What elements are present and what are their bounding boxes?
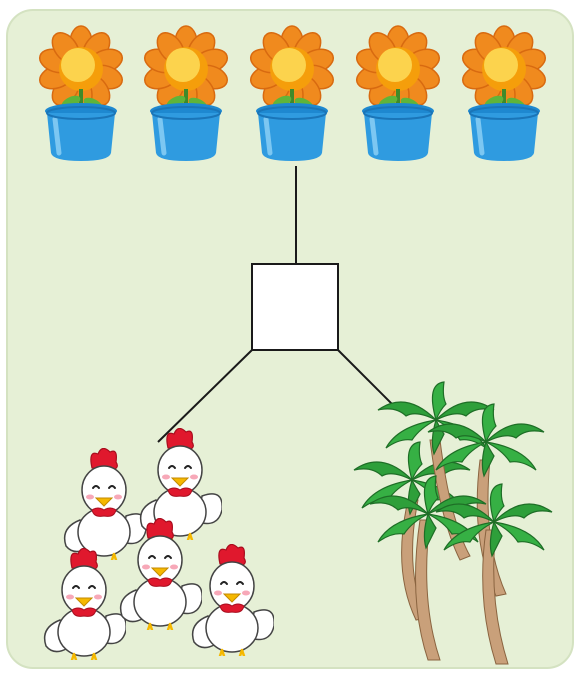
palm-trees-group [353, 381, 553, 665]
connector-line-palm-trees [337, 349, 399, 411]
palm-tree-icon [435, 483, 553, 665]
answer-box[interactable] [251, 263, 339, 351]
palm-tree-icon [369, 475, 487, 661]
connector-line-chickens [157, 349, 253, 443]
